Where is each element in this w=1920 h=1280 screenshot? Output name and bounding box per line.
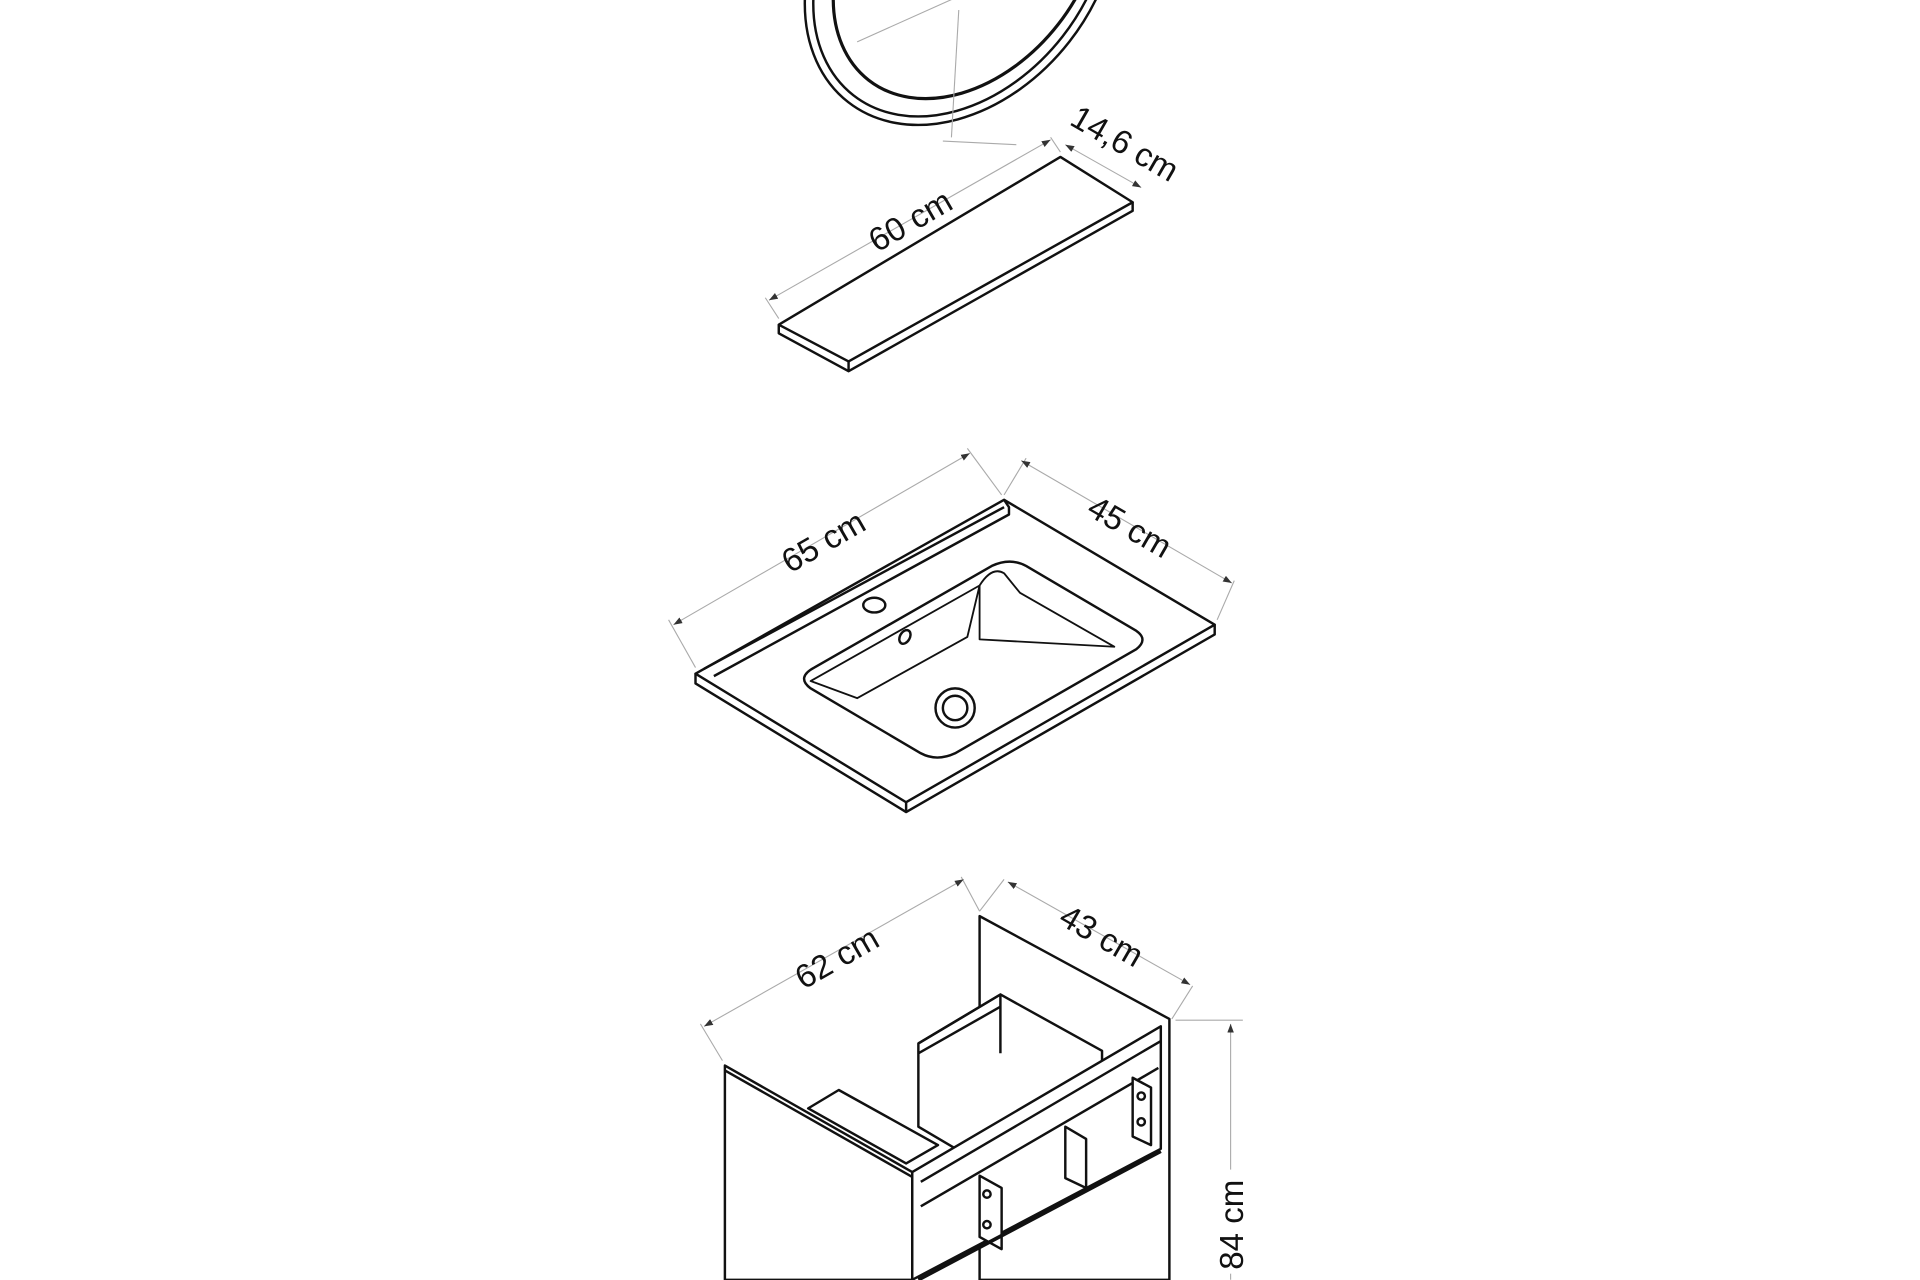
cabinet-height-label: 84 cm <box>1214 1180 1251 1270</box>
basin-countertop: 65 cm 45 cm <box>668 448 1235 814</box>
cabinet-width-label: 62 cm <box>789 920 885 997</box>
shelf: 60 cm 14,6 cm <box>764 99 1185 373</box>
vanity-cabinet: 62 cm 43 cm 84 cm <box>699 876 1251 1280</box>
basin-width-label: 65 cm <box>776 504 872 581</box>
